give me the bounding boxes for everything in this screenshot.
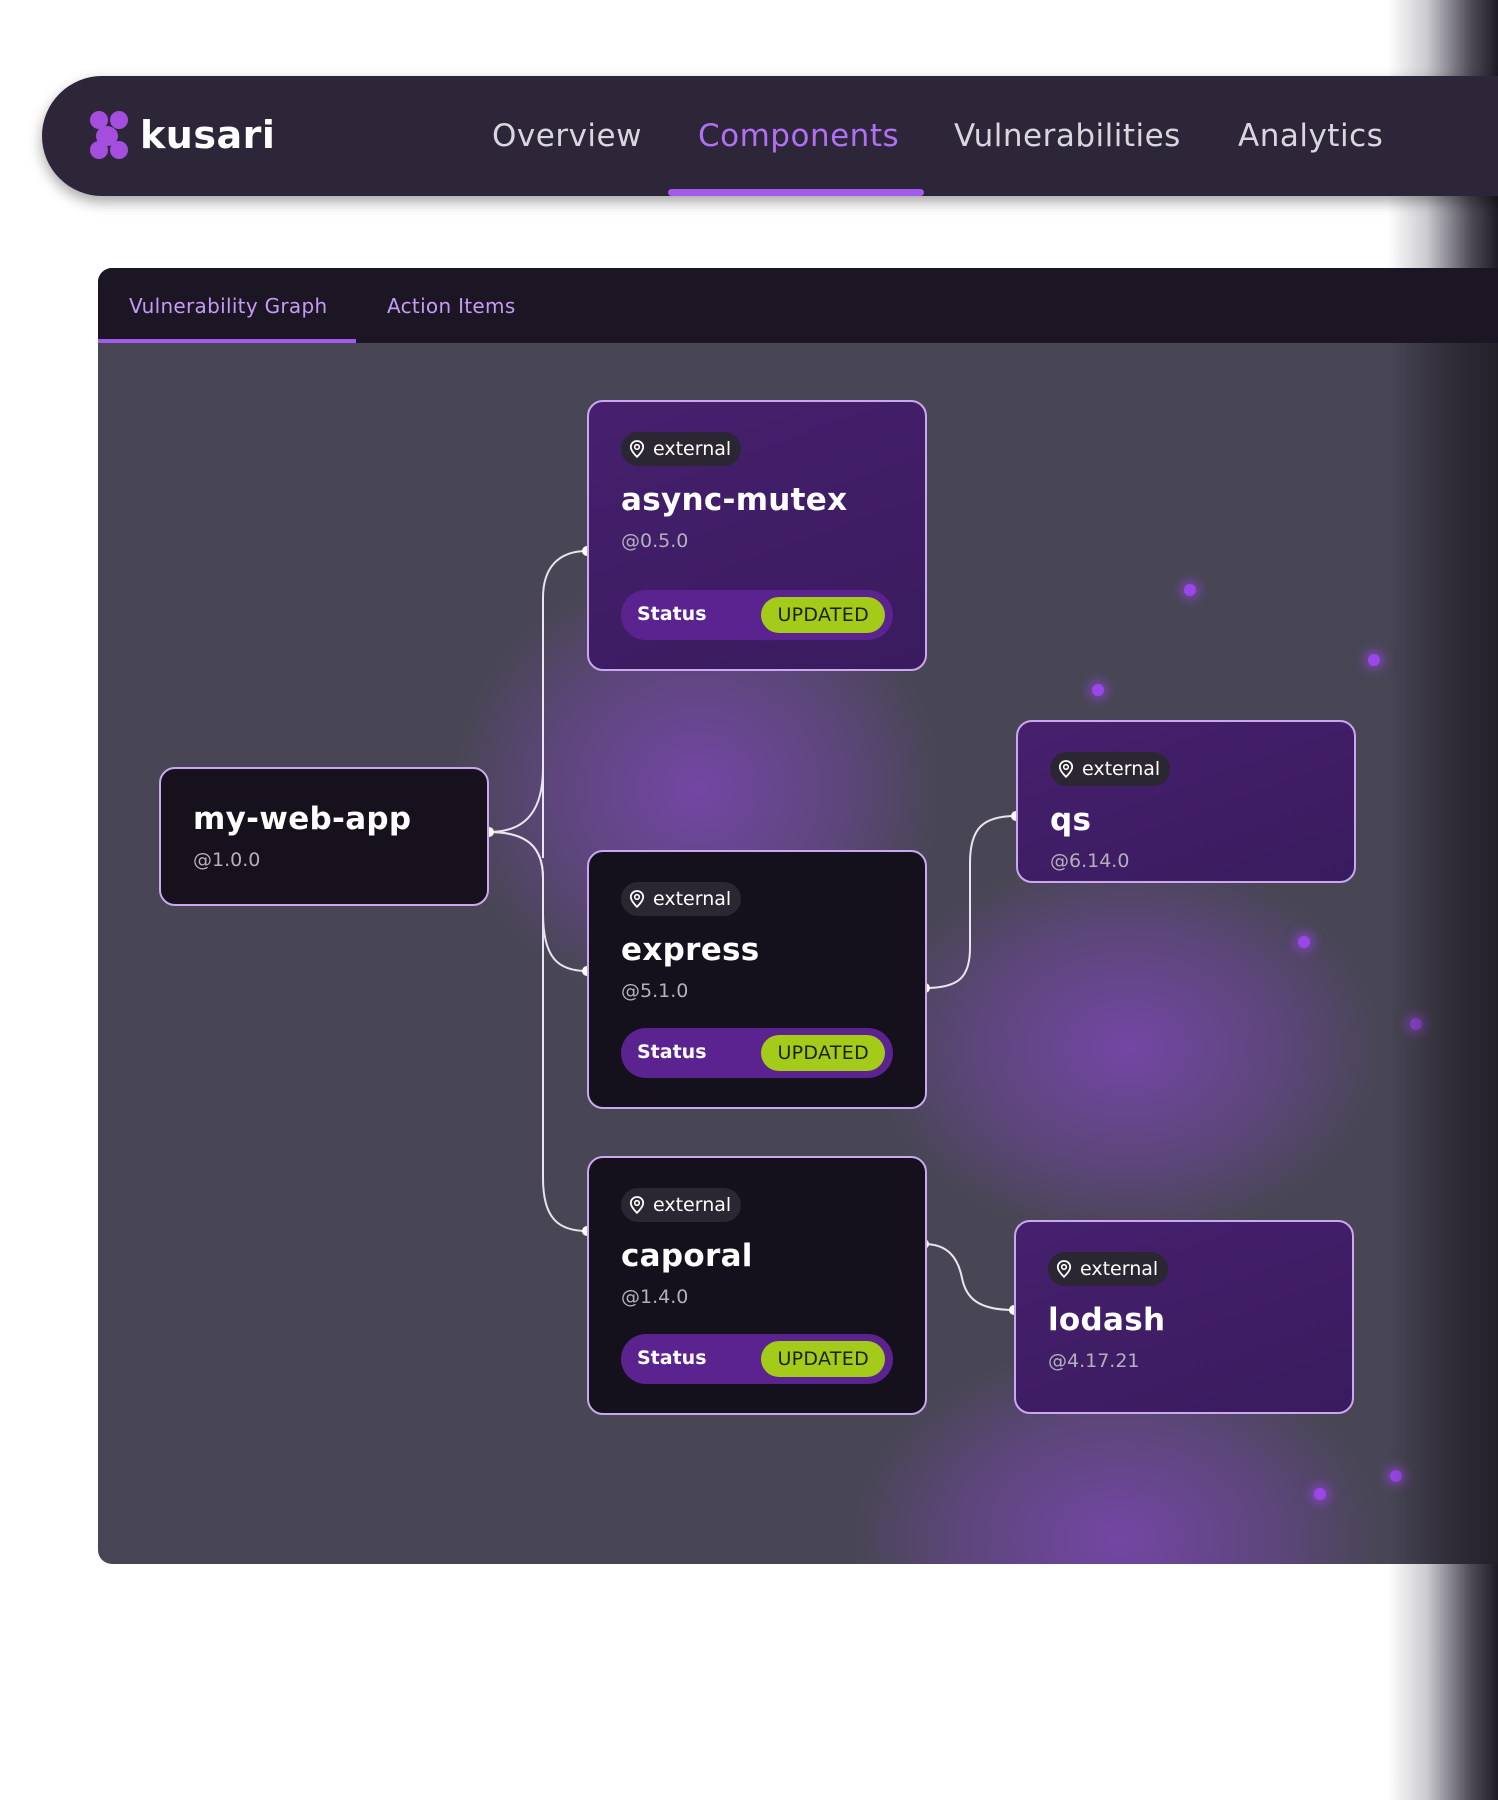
graph-node-my-web-app[interactable]: my-web-app @1.0.0 (159, 767, 489, 906)
tab-action-items[interactable]: Action Items (387, 294, 516, 318)
panel-tab-bar: Vulnerability Graph Action Items (98, 268, 1498, 343)
tag-label: external (653, 888, 732, 910)
node-name: caporal (621, 1238, 753, 1274)
nav-analytics[interactable]: Analytics (1238, 118, 1384, 154)
node-version: @4.17.21 (1048, 1350, 1140, 1372)
nav-components[interactable]: Components (698, 118, 900, 154)
graph-panel: Vulnerability Graph Action Items (98, 268, 1498, 1564)
top-nav-bar: kusari Overview Components Vulnerabiliti… (42, 76, 1498, 196)
nav-active-indicator (668, 189, 924, 196)
edge-root-async-mutex (488, 550, 588, 858)
nav-overview[interactable]: Overview (492, 118, 642, 154)
graph-node-async-mutex[interactable]: external async-mutex @0.5.0 Status UPDAT… (587, 400, 927, 671)
edge-root-caporal (488, 831, 588, 1232)
graph-node-express[interactable]: external express @5.1.0 Status UPDATED (587, 850, 927, 1109)
status-label: Status (637, 1041, 707, 1063)
graph-node-lodash[interactable]: external lodash @4.17.21 (1014, 1220, 1354, 1414)
edge-express-qs (924, 815, 1017, 989)
graph-node-caporal[interactable]: external caporal @1.4.0 Status UPDATED (587, 1156, 927, 1415)
status-bar: Status UPDATED (621, 590, 893, 640)
status-badge: UPDATED (761, 1035, 885, 1071)
tag-label: external (653, 438, 732, 460)
brand-name: kusari (140, 113, 276, 157)
tag-label: external (1082, 758, 1161, 780)
kusari-logo-icon (90, 111, 130, 159)
node-name: express (621, 932, 760, 968)
node-name: async-mutex (621, 482, 848, 518)
external-tag: external (621, 1188, 742, 1222)
status-badge: UPDATED (761, 1341, 885, 1377)
edge-caporal-lodash (923, 1243, 1015, 1311)
tab-active-indicator (98, 339, 356, 343)
status-badge: UPDATED (761, 597, 885, 633)
node-version: @1.4.0 (621, 1286, 689, 1308)
tab-vulnerability-graph[interactable]: Vulnerability Graph (129, 294, 328, 318)
status-label: Status (637, 603, 707, 625)
particle-dot (1092, 684, 1104, 696)
node-version: @1.0.0 (193, 849, 261, 871)
nav-vulnerabilities[interactable]: Vulnerabilities (954, 118, 1181, 154)
particle-dot (1184, 584, 1196, 596)
particle-dot (1368, 654, 1380, 666)
location-pin-icon (629, 890, 645, 908)
particle-dot (1314, 1488, 1326, 1500)
external-tag: external (621, 432, 742, 466)
location-pin-icon (629, 1196, 645, 1214)
external-tag: external (621, 882, 742, 916)
status-bar: Status UPDATED (621, 1028, 893, 1078)
brand-logo[interactable]: kusari (90, 111, 275, 159)
status-label: Status (637, 1347, 707, 1369)
node-name: lodash (1048, 1302, 1166, 1338)
tag-label: external (1080, 1258, 1159, 1280)
location-pin-icon (1058, 760, 1074, 778)
node-version: @0.5.0 (621, 530, 689, 552)
node-glow (878, 858, 1378, 1238)
location-pin-icon (1056, 1260, 1072, 1278)
node-version: @6.14.0 (1050, 850, 1130, 872)
node-version: @5.1.0 (621, 980, 689, 1002)
tag-label: external (653, 1194, 732, 1216)
external-tag: external (1050, 752, 1171, 786)
particle-dot (1298, 936, 1310, 948)
status-bar: Status UPDATED (621, 1334, 893, 1384)
external-tag: external (1048, 1252, 1169, 1286)
node-name: qs (1050, 802, 1092, 838)
location-pin-icon (629, 440, 645, 458)
node-name: my-web-app (193, 801, 412, 837)
graph-node-qs[interactable]: external qs @6.14.0 (1016, 720, 1356, 883)
